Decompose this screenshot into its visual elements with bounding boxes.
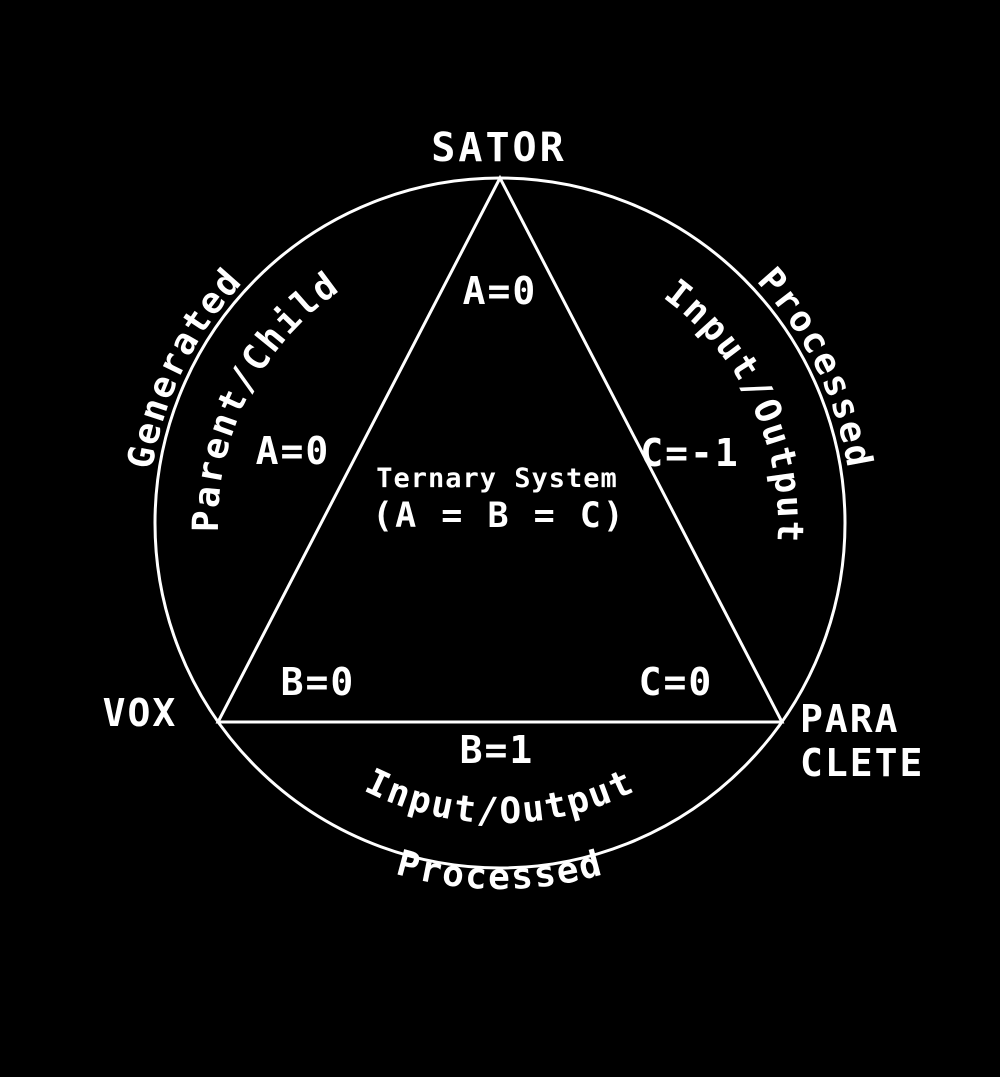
center-caption-line1: Ternary System: [376, 463, 618, 494]
edge-label-base-left: B=0: [281, 660, 356, 704]
arc-label-bottom-outer-text: Processed: [392, 843, 605, 898]
vertex-label-right-line1: PARA: [800, 697, 900, 741]
edge-label-base-below: B=1: [460, 728, 535, 772]
edge-label-apex: A=0: [463, 269, 538, 313]
edge-label-left: A=0: [256, 429, 331, 473]
vertex-label-right-line2: CLETE: [800, 741, 924, 785]
edge-label-right: C=-1: [640, 431, 740, 475]
center-caption-line2: (A = B = C): [372, 496, 626, 536]
arc-label-bottom-outer: Processed: [392, 843, 607, 898]
edge-label-base-right: C=0: [639, 660, 714, 704]
vertex-label-top: SATOR: [431, 125, 566, 171]
inner-triangle: [215, 174, 785, 724]
vertex-label-left: VOX: [103, 691, 178, 735]
